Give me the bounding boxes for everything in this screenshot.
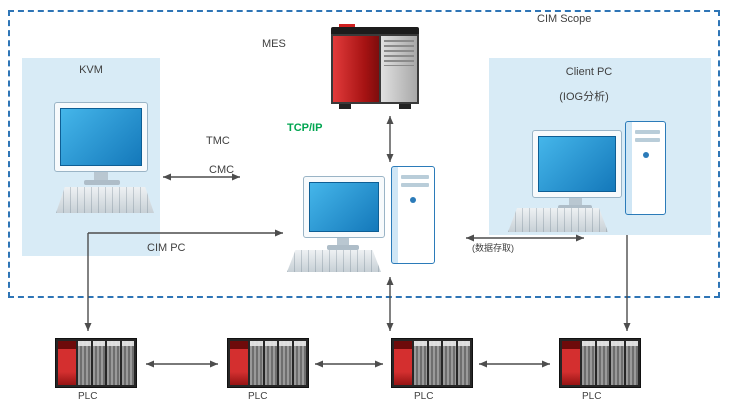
cmc-label: CMC xyxy=(209,164,235,176)
plc-label-1: PLC xyxy=(78,391,98,402)
tower-drive-bay xyxy=(401,175,429,179)
plc-io-module xyxy=(264,341,277,385)
client-tower xyxy=(625,121,666,215)
tower-drive-bay xyxy=(635,130,660,134)
cim-pc-tower xyxy=(391,166,435,264)
plc-io-module xyxy=(293,341,306,385)
tmc-label: TMC xyxy=(206,135,230,147)
kvm-monitor-stand xyxy=(94,172,108,180)
kvm-monitor xyxy=(54,102,148,172)
server-top-panel xyxy=(331,27,419,34)
plc-io-module xyxy=(625,341,638,385)
mes-label: MES xyxy=(262,38,286,50)
client-monitor-base xyxy=(558,205,592,210)
tower-power-button xyxy=(642,152,649,158)
link-label: (数据存取) xyxy=(472,243,514,253)
plc-io-module xyxy=(121,341,134,385)
server-red-door xyxy=(333,36,380,102)
server-lamp xyxy=(339,24,355,29)
cim-scope-label: CIM Scope xyxy=(537,13,592,25)
client-monitor-stand xyxy=(569,198,582,205)
kvm-monitor-base xyxy=(84,180,120,185)
kvm-keyboard xyxy=(56,187,154,213)
plc-label-4: PLC xyxy=(582,391,602,402)
plc-unit-2 xyxy=(227,338,309,388)
mes-server xyxy=(331,24,419,109)
cim-pc-screen xyxy=(309,182,379,232)
kvm-label: KVM xyxy=(79,64,103,76)
cim-pc-monitor xyxy=(303,176,385,238)
cim-pc-monitor-stand xyxy=(337,238,349,245)
server-foot xyxy=(339,104,351,109)
client-keyboard xyxy=(508,208,608,232)
cim-pc-keyboard xyxy=(287,250,381,272)
tower-drive-bay xyxy=(401,183,429,187)
plc-io-module xyxy=(250,341,263,385)
server-body xyxy=(331,34,419,104)
cim-pc-label: CIM PC xyxy=(147,242,186,254)
plc-cpu-module xyxy=(58,341,76,385)
plc-unit-4 xyxy=(559,338,641,388)
server-side-panel xyxy=(381,36,417,102)
iog-label: (IOG分析) xyxy=(559,91,609,103)
tcpip-label: TCP/IP xyxy=(287,122,323,134)
plc-io-module xyxy=(611,341,624,385)
plc-io-module xyxy=(582,341,595,385)
plc-unit-3 xyxy=(391,338,473,388)
cim-scope-boundary xyxy=(8,10,720,298)
client-pc-label: Client PC xyxy=(565,66,613,78)
plc-io-module xyxy=(428,341,441,385)
plc-io-module xyxy=(107,341,120,385)
kvm-screen xyxy=(60,108,142,166)
plc-cpu-module xyxy=(230,341,248,385)
plc-label-3: PLC xyxy=(414,391,434,402)
server-vents xyxy=(384,40,414,66)
plc-io-module xyxy=(443,341,456,385)
plc-io-module xyxy=(457,341,470,385)
plc-cpu-module xyxy=(394,341,412,385)
plc-label-2: PLC xyxy=(248,391,268,402)
cim-pc-monitor-base xyxy=(327,245,359,250)
plc-io-module xyxy=(78,341,91,385)
plc-io-module xyxy=(279,341,292,385)
plc-io-module xyxy=(596,341,609,385)
plc-cpu-module xyxy=(562,341,580,385)
plc-unit-1 xyxy=(55,338,137,388)
plc-io-module xyxy=(92,341,105,385)
client-screen xyxy=(538,136,616,192)
plc-io-module xyxy=(414,341,427,385)
server-foot xyxy=(399,104,411,109)
tower-drive-bay xyxy=(635,138,660,142)
tower-power-button xyxy=(410,197,416,203)
client-monitor xyxy=(532,130,622,198)
